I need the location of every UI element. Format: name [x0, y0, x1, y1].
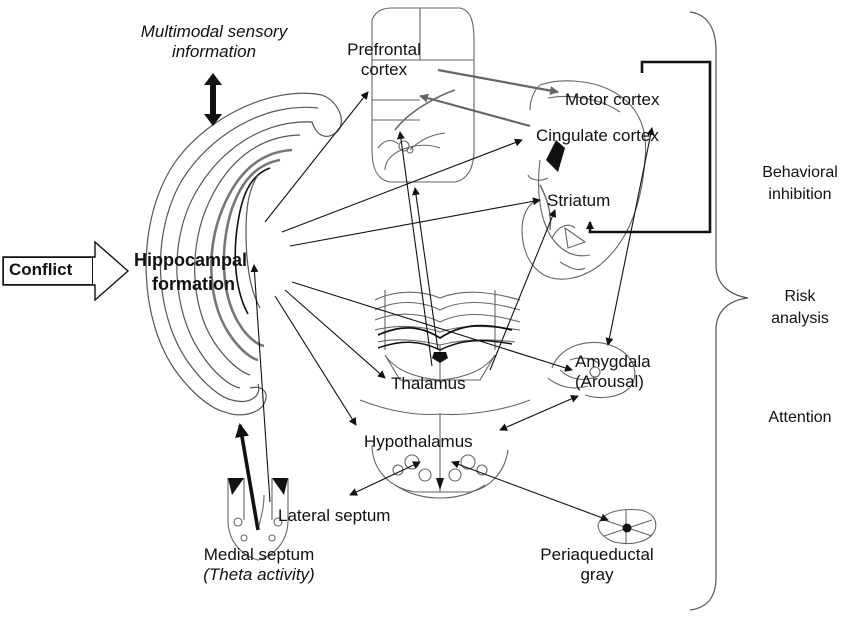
- conflict-label: Conflict: [9, 260, 72, 280]
- pag-line2: gray: [522, 565, 672, 585]
- lateral-septum-label: Lateral septum: [278, 506, 390, 526]
- thalamus-label: Thalamus: [391, 374, 466, 394]
- amygdala-line2: (Arousal): [575, 372, 651, 392]
- region-connections: [254, 128, 652, 520]
- sensory-label: Multimodal sensory information: [118, 22, 310, 62]
- pag-dark-center: [623, 524, 632, 533]
- prefrontal-line2: cortex: [336, 60, 432, 80]
- sensory-double-arrow: [204, 73, 222, 126]
- thalamus-drawing: [375, 290, 520, 380]
- pag-label: Periaqueductal gray: [522, 545, 672, 585]
- septum-left-triangle: [228, 478, 244, 495]
- motor-cortex-label: Motor cortex: [565, 90, 659, 110]
- septum-hippocampus-arrow: [240, 425, 258, 530]
- risk-analysis-label: Risk analysis: [752, 286, 848, 330]
- prefrontal-drawing: [372, 8, 474, 182]
- behavioral-inhibition-label: Behavioral inhibition: [752, 162, 848, 206]
- thalamus-pentagon: [432, 352, 448, 363]
- medial-septum-label: Medial septum (Theta activity): [178, 545, 340, 585]
- pag-line1: Periaqueductal: [522, 545, 672, 565]
- sensory-line2: information: [118, 42, 310, 62]
- prefrontal-line1: Prefrontal: [336, 40, 432, 60]
- sensory-line1: Multimodal sensory: [118, 22, 310, 42]
- cortical-gray-arrows: [420, 70, 558, 126]
- output-bracket: [690, 12, 748, 610]
- septum-right-triangle: [272, 478, 288, 495]
- striatum-label: Striatum: [547, 191, 610, 211]
- amygdala-label: Amygdala (Arousal): [575, 352, 651, 392]
- hippocampus-line1: Hippocampal: [134, 248, 247, 272]
- hippocampus-label: Hippocampal formation: [134, 248, 247, 296]
- medial-septum-line2: (Theta activity): [178, 565, 340, 585]
- medial-septum-line1: Medial septum: [178, 545, 340, 565]
- amygdala-line1: Amygdala: [575, 352, 651, 372]
- prefrontal-label: Prefrontal cortex: [336, 40, 432, 80]
- hypothalamus-label: Hypothalamus: [364, 432, 473, 452]
- risk-line1: Risk: [752, 286, 848, 308]
- behavioral-line2: inhibition: [752, 184, 848, 206]
- hypothalamus-dark-mark: [436, 478, 444, 490]
- cingulate-cortex-label: Cingulate cortex: [536, 126, 659, 146]
- risk-line2: analysis: [752, 308, 848, 330]
- attention-label: Attention: [752, 407, 848, 429]
- hippocampus-line2: formation: [134, 272, 247, 296]
- behavioral-line1: Behavioral: [752, 162, 848, 184]
